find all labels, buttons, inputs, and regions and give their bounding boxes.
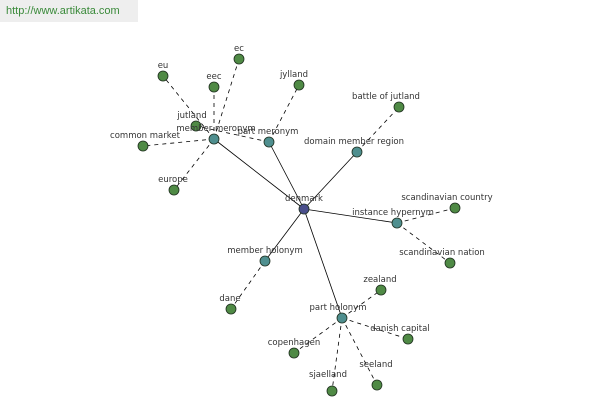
leaf-label-jylland: jylland	[279, 70, 308, 80]
leaf-node-eec[interactable]	[208, 81, 220, 93]
edge-root-part-meronym	[268, 141, 305, 210]
edge-part-holonym-danish-capital	[341, 317, 409, 340]
leaf-label-zealand: zealand	[363, 275, 396, 285]
leaf-node-battle-of-jutland[interactable]	[393, 101, 405, 113]
leaf-label-dane: dane	[219, 294, 240, 304]
edge-member-holonym-dane	[230, 260, 266, 310]
leaf-label-scandinavian-country: scandinavian country	[401, 193, 492, 203]
leaf-label-sjaelland: sjaelland	[309, 370, 347, 380]
watermark-url[interactable]: http://www.artikata.com	[0, 0, 138, 22]
leaf-label-seeland: seeland	[359, 360, 392, 370]
edge-member-meronym-europe	[173, 138, 215, 191]
leaf-label-eec: eec	[206, 72, 221, 82]
leaf-node-jylland[interactable]	[293, 79, 305, 91]
root-label-denmark: denmark	[285, 194, 323, 204]
leaf-node-ec[interactable]	[233, 53, 245, 65]
leaf-node-seeland[interactable]	[371, 379, 383, 391]
edge-root-member-meronym	[213, 138, 305, 210]
edge-member-meronym-common-market	[142, 138, 215, 147]
relation-node-member-holonym[interactable]	[259, 255, 271, 267]
edge-instance-hypernym-scandinavian-nation	[396, 222, 451, 264]
leaf-label-battle-of-jutland: battle of jutland	[352, 92, 420, 102]
relation-node-member-meronym[interactable]	[208, 133, 220, 145]
edge-root-domain-member-region	[303, 151, 358, 210]
leaf-node-common-market[interactable]	[137, 140, 149, 152]
edge-member-meronym-eu	[162, 75, 215, 140]
edge-domain-member-region-battle-of-jutland	[356, 106, 400, 153]
edge-part-holonym-sjaelland	[331, 317, 343, 392]
edge-instance-hypernym-scandinavian-country	[396, 207, 456, 224]
relation-label-member-holonym: member holonym	[227, 246, 302, 256]
leaf-node-dane[interactable]	[225, 303, 237, 315]
leaf-label-jutland: jutland	[176, 111, 206, 121]
relation-node-part-holonym[interactable]	[336, 312, 348, 324]
leaf-node-sjaelland[interactable]	[326, 385, 338, 397]
leaf-node-danish-capital[interactable]	[402, 333, 414, 345]
leaf-node-eu[interactable]	[157, 70, 169, 82]
relation-label-part-meronym: part meronym	[238, 127, 299, 137]
leaf-node-scandinavian-nation[interactable]	[444, 257, 456, 269]
relation-node-instance-hypernym[interactable]	[391, 217, 403, 229]
edge-root-instance-hypernym	[303, 208, 398, 224]
node-layer	[137, 53, 461, 397]
relation-label-member-meronym: member meronym	[176, 124, 255, 134]
leaf-node-scandinavian-country[interactable]	[449, 202, 461, 214]
leaf-node-copenhagen[interactable]	[288, 347, 300, 359]
leaf-label-europe: europe	[158, 175, 188, 185]
leaf-label-common-market: common market	[110, 131, 181, 141]
leaf-node-jutland[interactable]	[190, 120, 202, 132]
leaf-node-zealand[interactable]	[375, 284, 387, 296]
edge-part-holonym-zealand	[341, 289, 382, 319]
edge-root-member-holonym	[264, 208, 305, 262]
leaf-label-ec: ec	[234, 44, 244, 54]
edge-part-meronym-jylland	[268, 84, 300, 143]
leaf-label-scandinavian-nation: scandinavian nation	[399, 248, 485, 258]
edge-layer	[142, 58, 456, 392]
leaf-label-eu: eu	[158, 61, 169, 71]
relation-node-domain-member-region[interactable]	[351, 146, 363, 158]
relation-label-instance-hypernym: instance hypernym	[352, 208, 434, 218]
relation-label-domain-member-region: domain member region	[304, 137, 404, 147]
root-node-denmark[interactable]	[298, 203, 310, 215]
leaf-label-copenhagen: copenhagen	[268, 338, 321, 348]
leaf-node-europe[interactable]	[168, 184, 180, 196]
relation-label-part-holonym: part holonym	[310, 303, 367, 313]
edge-root-part-holonym	[303, 208, 343, 319]
edge-part-holonym-copenhagen	[293, 317, 343, 354]
relation-node-part-meronym[interactable]	[263, 136, 275, 148]
leaf-label-danish-capital: danish capital	[370, 324, 429, 334]
edge-member-meronym-ec	[213, 58, 240, 140]
